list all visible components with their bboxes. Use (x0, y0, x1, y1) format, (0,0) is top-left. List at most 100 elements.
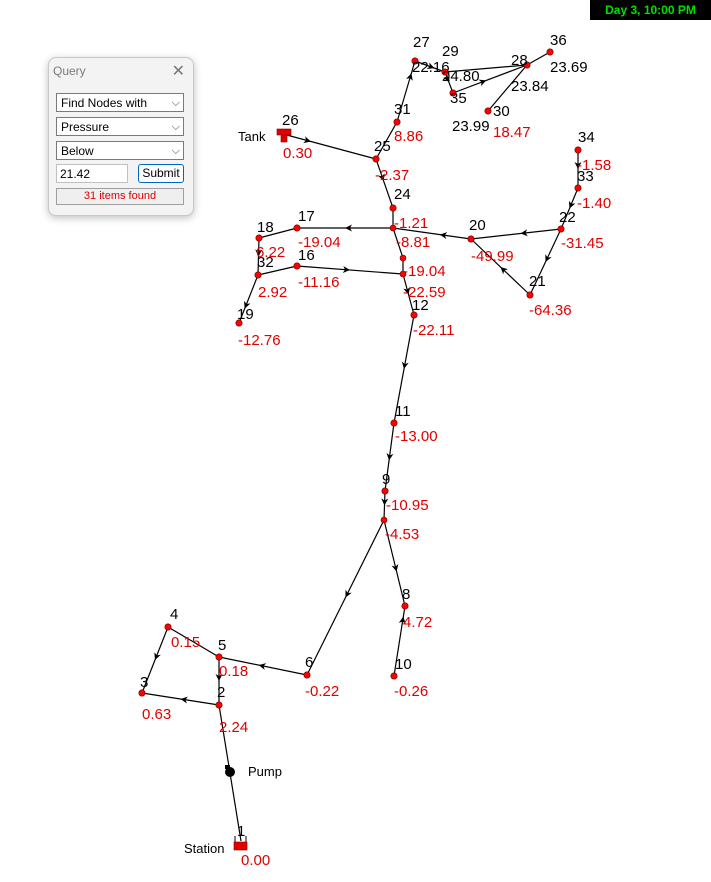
junction-node[interactable]: 33-1.40 (574, 168, 611, 212)
junction-node[interactable]: 30.63 (138, 674, 171, 723)
junction-node[interactable]: 22.24 (215, 684, 248, 736)
submit-button[interactable]: Submit (138, 164, 184, 183)
node-marker[interactable] (303, 671, 311, 679)
junction-node[interactable]: 40.15 (164, 606, 200, 651)
node-marker[interactable] (372, 155, 380, 163)
node-marker[interactable] (293, 262, 301, 270)
node-marker[interactable] (401, 602, 409, 610)
node-marker[interactable] (399, 270, 407, 278)
junction-node[interactable]: 6-0.22 (303, 654, 339, 700)
junction-node[interactable]: 22-31.45 (557, 209, 604, 252)
parameter-select[interactable]: Pressure ⌵ (56, 117, 184, 136)
node-marker[interactable] (215, 653, 223, 661)
node-marker[interactable] (467, 235, 475, 243)
node-marker[interactable] (254, 271, 262, 279)
pipe-link[interactable] (375, 121, 398, 160)
pipe-link[interactable] (383, 519, 406, 607)
junction-node[interactable]: 318.86 (393, 101, 423, 145)
node-marker[interactable] (215, 701, 223, 709)
node-id-label: 24 (394, 186, 411, 203)
node-id-label: 27 (413, 34, 430, 51)
node-marker[interactable] (393, 118, 401, 126)
pipe-link[interactable] (487, 64, 528, 112)
junction-node[interactable]: 34-1.58 (574, 129, 611, 174)
node-id-label: 26 (282, 112, 299, 129)
value-input[interactable]: 21.42 (56, 164, 128, 183)
pipe-link[interactable] (470, 228, 562, 240)
close-icon[interactable]: ✕ (171, 63, 185, 80)
pipe-link[interactable] (444, 64, 528, 73)
junction-node[interactable]: 24-1.21 (389, 186, 428, 232)
junction-node[interactable]: 17-19.04 (293, 208, 341, 251)
node-marker[interactable] (235, 319, 243, 327)
pipe-link[interactable] (526, 51, 551, 66)
node-marker[interactable] (574, 146, 582, 154)
node-value-label: -1.40 (577, 195, 611, 212)
node-marker[interactable] (399, 254, 407, 262)
pipe-link[interactable] (392, 227, 472, 240)
node-marker[interactable] (293, 224, 301, 232)
junction-node[interactable]: 21-64.36 (526, 273, 572, 319)
node-marker[interactable] (410, 311, 418, 319)
node-marker[interactable] (381, 487, 389, 495)
node-marker[interactable] (484, 107, 492, 115)
node-value-label: 23.99 (452, 118, 490, 135)
node-marker[interactable] (523, 61, 531, 69)
node-marker[interactable] (411, 57, 419, 65)
node-marker[interactable] (255, 234, 263, 242)
pipe-link[interactable] (392, 227, 404, 259)
junction-node[interactable]: 16-11.16 (293, 247, 340, 291)
pipe-link[interactable] (167, 626, 220, 658)
pipe-link[interactable] (258, 227, 298, 239)
node-marker[interactable] (546, 48, 554, 56)
pipe-link[interactable] (257, 265, 298, 276)
junction-node[interactable]: 10-0.26 (390, 656, 428, 700)
pipe-link[interactable] (282, 133, 377, 160)
pipe-link[interactable] (396, 60, 416, 123)
junction-node[interactable]: 12-22.11 (410, 297, 455, 339)
node-marker[interactable] (449, 89, 457, 97)
node-marker[interactable] (380, 516, 388, 524)
find-select[interactable]: Find Nodes with ⌵ (56, 93, 184, 112)
junction-node[interactable]: 20-49.99 (467, 217, 514, 265)
junction-node[interactable]: 25-2.37 (372, 138, 409, 184)
node-value-label: -19.04 (298, 234, 341, 251)
junction-node[interactable]: 322.92 (254, 254, 287, 301)
node-marker[interactable] (164, 623, 172, 631)
query-dialog: Query ✕ Find Nodes with ⌵ Pressure ⌵ Bel… (48, 57, 194, 216)
node-marker[interactable] (574, 184, 582, 192)
condition-select[interactable]: Below ⌵ (56, 141, 184, 160)
junction-node[interactable]: 186.22 (255, 219, 285, 261)
node-marker[interactable] (389, 204, 397, 212)
pipe-link[interactable] (238, 274, 259, 324)
junction-node[interactable]: 19-12.76 (235, 306, 281, 349)
junction-node[interactable]: 50.18 (215, 637, 248, 680)
node-marker[interactable] (526, 291, 534, 299)
node-id-label: 8 (402, 586, 410, 603)
node-marker[interactable] (390, 672, 398, 680)
pipe-link[interactable] (375, 158, 394, 209)
junction-node[interactable]: 84.72 (401, 586, 432, 631)
pipe-link[interactable] (452, 64, 528, 94)
node-marker[interactable] (389, 224, 397, 232)
flow-arrow-icon (545, 254, 552, 262)
junction-node[interactable]: 9-10.95 (381, 471, 429, 514)
node-marker[interactable] (441, 68, 449, 76)
node-marker[interactable] (138, 689, 146, 697)
junction-node[interactable]: 260.30 (282, 112, 312, 162)
node-id-label: 21 (529, 273, 546, 290)
junction-node[interactable]: 11-13.00 (390, 403, 438, 445)
flow-arrow-icon (391, 563, 399, 572)
node-value-label: 0.00 (241, 852, 270, 869)
node-marker[interactable] (390, 419, 398, 427)
junction-node[interactable]: 10.00 (237, 823, 270, 869)
node-id-label: 2 (217, 684, 225, 701)
node-marker[interactable] (557, 225, 565, 233)
